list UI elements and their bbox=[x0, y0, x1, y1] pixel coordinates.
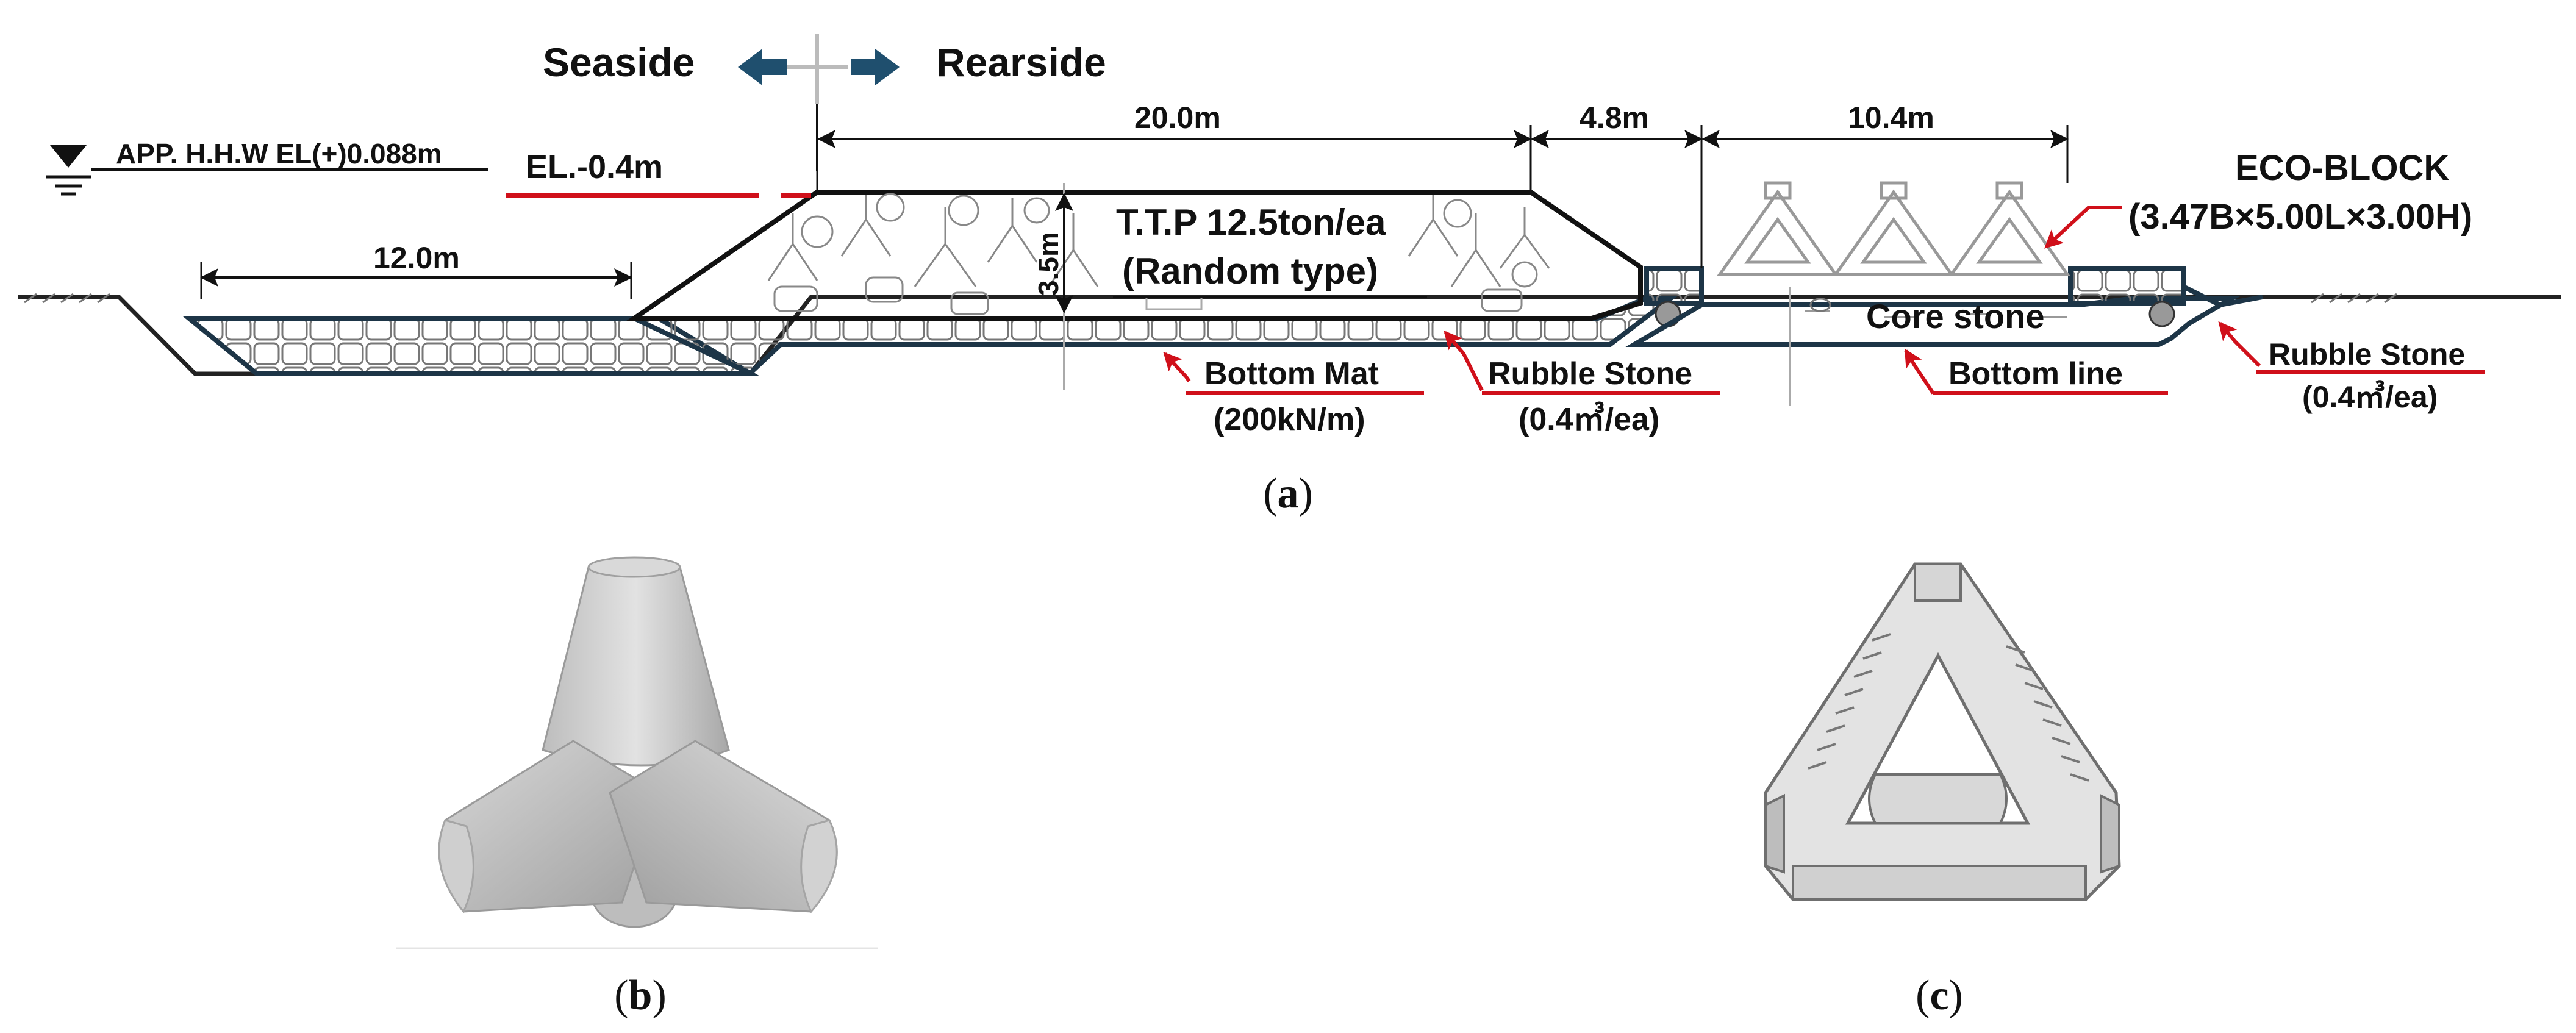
seaside-label: Seaside bbox=[543, 40, 695, 85]
caption-c: (c) bbox=[1916, 972, 1963, 1019]
eco-block-inner-bar bbox=[1868, 773, 2008, 824]
rubble-center-leader bbox=[1444, 330, 1484, 391]
dim-label-3-5m: 3.5m bbox=[1032, 232, 1064, 296]
eco-block-leader bbox=[2044, 206, 2122, 249]
dim-label-4-8m: 4.8m bbox=[1580, 101, 1649, 135]
eco-block-dims: (3.47B×5.00L×3.00H) bbox=[2128, 197, 2472, 237]
ground-hatch-left bbox=[24, 293, 110, 304]
rubble-center-label: Rubble Stone bbox=[1488, 356, 1692, 391]
dim-label-20m: 20.0m bbox=[1134, 101, 1221, 135]
core-stone-bed bbox=[1625, 296, 2241, 347]
rubble-stone-right bbox=[2148, 301, 2175, 327]
eco-block-texture-right bbox=[2006, 645, 2089, 782]
rearside-label: Rearside bbox=[936, 40, 1106, 85]
bottom-mat-leader bbox=[1163, 352, 1191, 382]
core-stone-label: Core stone bbox=[1866, 297, 2045, 335]
core-stone-piece bbox=[1809, 298, 1831, 312]
ground-hatch-right bbox=[2311, 293, 2397, 304]
rubble-box-right bbox=[2068, 266, 2186, 306]
ttp-sublabel: (Random type) bbox=[1122, 251, 1378, 291]
bottom-line-leader bbox=[1904, 348, 1935, 395]
eco-block-top-cap bbox=[1914, 563, 1962, 602]
rubble-right-leader bbox=[2218, 321, 2261, 368]
caption-a-letter: a bbox=[1278, 470, 1299, 517]
bottom-mat-label: Bottom Mat bbox=[1204, 356, 1379, 391]
tetrapod-top-face bbox=[587, 556, 681, 578]
eco-block-illustration: (c) bbox=[1764, 562, 2121, 1019]
dim-label-12m: 12.0m bbox=[373, 241, 460, 275]
water-lines bbox=[46, 175, 91, 196]
rubble-box-left bbox=[1644, 266, 1704, 306]
caption-b: (b) bbox=[614, 972, 667, 1019]
ttp-random-blocks bbox=[767, 193, 1550, 315]
caption-a: (a) bbox=[1263, 470, 1313, 517]
water-level-icon bbox=[50, 145, 87, 168]
bottom-line-label: Bottom line bbox=[1948, 356, 2123, 391]
cross-section-diagram: Seaside Rearside APP. H.H.W EL(+)0.088m … bbox=[18, 34, 2561, 517]
tetrapod-left-face bbox=[438, 819, 474, 913]
bottom-mat-spec: (200kN/m) bbox=[1214, 402, 1365, 437]
water-level-label: APP. H.H.W EL(+)0.088m bbox=[116, 138, 442, 170]
tetrapod-right-face bbox=[800, 819, 838, 913]
crest-elevation-label: EL.-0.4m bbox=[526, 149, 663, 185]
tetrapod-illustration: (b) bbox=[396, 537, 896, 1019]
rubble-center-spec: (0.4㎥/ea) bbox=[1519, 401, 1659, 437]
rearside-arrow-icon bbox=[851, 49, 900, 85]
eco-block-left-lug bbox=[1764, 793, 1785, 874]
eco-block-base bbox=[1792, 865, 2087, 901]
axis-marker bbox=[787, 34, 848, 104]
eco-block-texture-left bbox=[1808, 633, 1891, 770]
eco-blocks bbox=[1717, 181, 2070, 276]
rubble-right-label: Rubble Stone bbox=[2269, 337, 2465, 371]
caption-b-letter: b bbox=[629, 972, 653, 1019]
seaside-arrow-icon bbox=[738, 49, 787, 85]
rubble-right-spec: (0.4㎥/ea) bbox=[2302, 380, 2438, 414]
ttp-label: T.T.P 12.5ton/ea bbox=[1116, 202, 1386, 243]
caption-c-letter: c bbox=[1930, 972, 1948, 1019]
eco-block-right-lug bbox=[2100, 793, 2120, 874]
dim-label-10-4m: 10.4m bbox=[1848, 101, 1934, 135]
right-slope bbox=[2182, 284, 2263, 308]
eco-block-title: ECO-BLOCK bbox=[2235, 148, 2449, 188]
